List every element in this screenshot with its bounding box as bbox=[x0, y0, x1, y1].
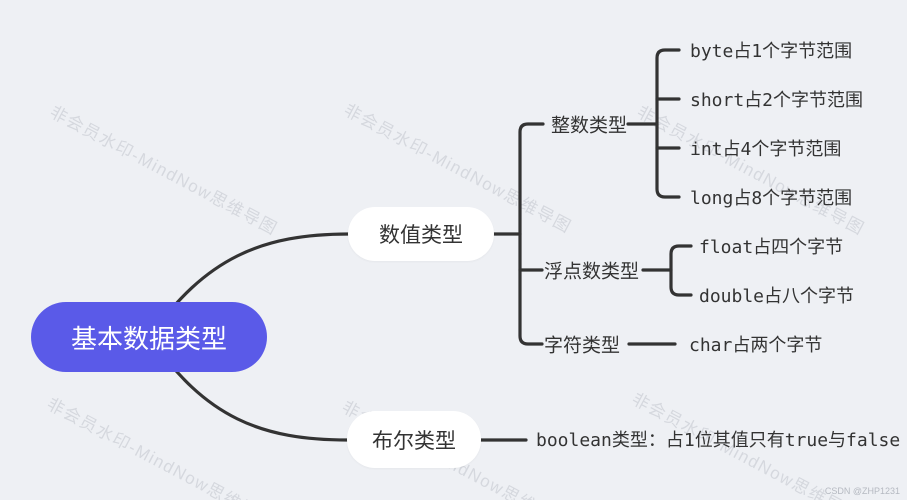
leaf-char[interactable]: char占两个字节 bbox=[689, 335, 823, 356]
root-node[interactable]: 基本数据类型 bbox=[31, 302, 267, 372]
bracket-floating-children bbox=[669, 244, 693, 297]
bracket-numeric-children bbox=[518, 122, 545, 346]
csdn-credit: CSDN @ZHP1231 bbox=[824, 486, 900, 496]
leaf-double[interactable]: double占八个字节 bbox=[699, 286, 855, 307]
leaf-byte[interactable]: byte占1个字节范围 bbox=[690, 41, 853, 62]
leaf-float[interactable]: float占四个字节 bbox=[699, 237, 844, 258]
leaf-boolean[interactable]: boolean类型：占1位其值只有true与false bbox=[536, 430, 901, 451]
leaf-long[interactable]: long占8个字节范围 bbox=[690, 188, 853, 209]
branch-node-boolean[interactable]: 布尔类型 bbox=[347, 411, 481, 468]
leaf-short[interactable]: short占2个字节范围 bbox=[690, 90, 864, 111]
bracket-integer-children bbox=[655, 48, 681, 199]
branch-node-numeric[interactable]: 数值类型 bbox=[348, 207, 494, 261]
leaf-int[interactable]: int占4个字节范围 bbox=[690, 139, 842, 160]
label-char-type[interactable]: 字符类型 bbox=[544, 334, 621, 357]
label-floating-type[interactable]: 浮点数类型 bbox=[544, 260, 640, 283]
label-integer-type[interactable]: 整数类型 bbox=[551, 114, 628, 137]
